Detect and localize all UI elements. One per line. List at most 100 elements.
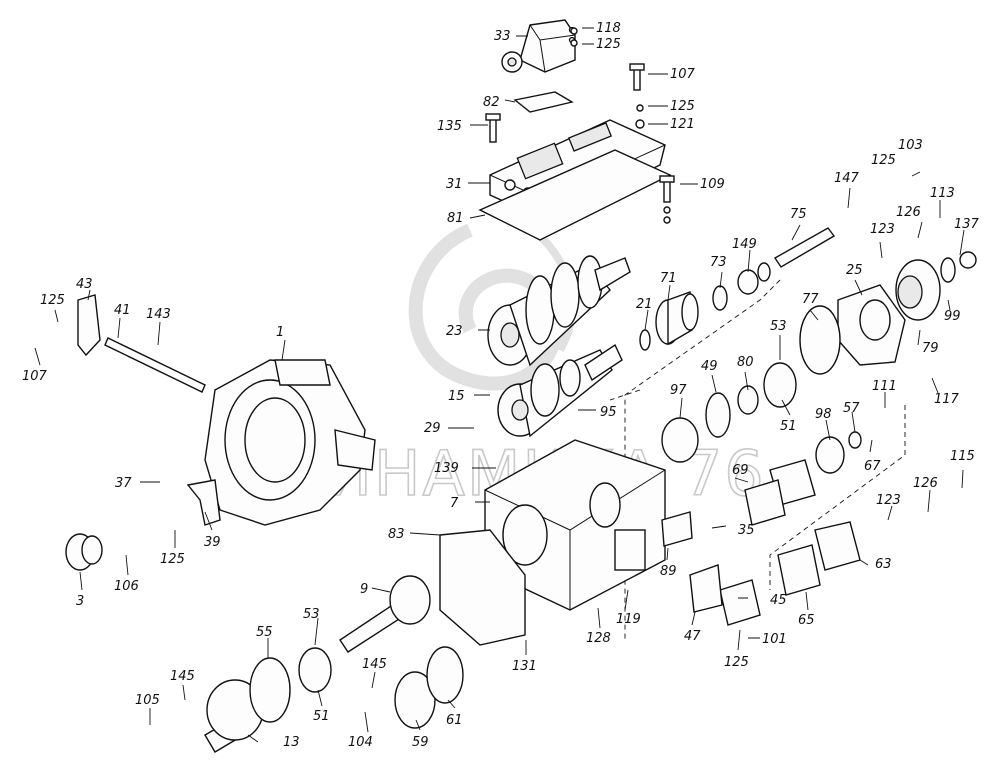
callout-104: 104: [348, 735, 373, 750]
callout-9: 9: [360, 582, 368, 597]
callout-137: 137: [954, 217, 980, 232]
callout-79: 79: [922, 341, 939, 356]
bearing-98: [815, 436, 845, 474]
callout-43: 43: [76, 277, 93, 292]
cover-47: [689, 564, 723, 613]
callout-106: 106: [114, 579, 139, 594]
circlip-49: [705, 392, 731, 438]
cover-63: [814, 521, 861, 571]
callout-125: 125: [871, 153, 896, 168]
callout-21: 21: [636, 297, 653, 312]
shaft-41: [104, 337, 206, 393]
callout-115: 115: [950, 449, 975, 464]
callout-69: 69: [732, 463, 749, 478]
gasket-61: [426, 646, 464, 704]
callout-145: 145: [362, 657, 387, 672]
callout-41: 41: [114, 303, 131, 318]
callout-95: 95: [600, 405, 617, 420]
callout-128: 128: [586, 631, 611, 646]
gasket-45: [719, 579, 761, 626]
leader-lines: [34, 27, 965, 743]
callout-37: 37: [115, 476, 132, 491]
callout-80: 80: [737, 355, 754, 370]
callout-126: 126: [896, 205, 921, 220]
callout-89: 89: [660, 564, 677, 579]
gasket-65: [777, 544, 821, 596]
fasteners-top: [485, 27, 675, 224]
callout-125: 125: [596, 37, 621, 52]
sleeve-80: [737, 385, 759, 415]
callout-81: 81: [447, 211, 464, 226]
callout-135: 135: [437, 119, 462, 134]
callout-51: 51: [780, 419, 797, 434]
callout-59: 59: [412, 735, 429, 750]
callout-73: 73: [710, 255, 727, 270]
callout-51: 51: [313, 709, 330, 724]
callout-109: 109: [700, 177, 725, 192]
callout-53: 53: [303, 607, 320, 622]
callout-65: 65: [798, 613, 815, 628]
callout-125: 125: [670, 99, 695, 114]
ring-53-rear: [763, 362, 797, 408]
callout-101: 101: [762, 632, 787, 647]
callout-29: 29: [424, 421, 441, 436]
callout-15: 15: [448, 389, 465, 404]
callout-82: 82: [483, 95, 500, 110]
callout-125: 125: [160, 552, 185, 567]
callout-149: 149: [732, 237, 757, 252]
shaft-75: [773, 227, 836, 268]
nut-137: [959, 251, 977, 269]
callout-labels: 33 118 125 107 82 125 135 121 103 125 31…: [22, 21, 980, 750]
callout-45: 45: [770, 593, 787, 608]
callout-47: 47: [684, 629, 701, 644]
clutch-housing-1: [204, 359, 376, 526]
cover-59: [394, 671, 436, 729]
callout-145: 145: [170, 669, 195, 684]
bearing-97: [661, 417, 699, 463]
callout-139: 139: [434, 461, 459, 476]
callout-23: 23: [446, 324, 463, 339]
callout-131: 131: [512, 659, 537, 674]
gasket-55: [249, 657, 291, 723]
washer-57: [848, 431, 862, 449]
callout-143: 143: [146, 307, 171, 322]
callout-125: 125: [724, 655, 749, 670]
plate-89: [661, 511, 693, 547]
callout-121: 121: [670, 117, 695, 132]
callout-33: 33: [494, 29, 511, 44]
callout-77: 77: [802, 292, 819, 307]
callout-147: 147: [834, 171, 860, 186]
callout-31: 31: [446, 177, 463, 192]
callout-103: 103: [898, 138, 923, 153]
callout-57: 57: [843, 401, 860, 416]
ring-99: [940, 257, 956, 283]
callout-71: 71: [660, 271, 677, 286]
callout-123: 123: [876, 493, 901, 508]
rear-cover-25: [837, 284, 906, 366]
callout-7: 7: [450, 496, 459, 511]
gears-right: [639, 262, 771, 351]
gasket-83: [439, 529, 526, 646]
gasket-82: [513, 91, 574, 113]
callout-118: 118: [596, 21, 621, 36]
callout-99: 99: [944, 309, 961, 324]
front-cover-13: [204, 679, 264, 753]
callout-39: 39: [204, 535, 221, 550]
gasket-81: [478, 149, 672, 241]
callout-61: 61: [446, 713, 463, 728]
callout-105: 105: [135, 693, 160, 708]
callout-125: 125: [40, 293, 65, 308]
callout-25: 25: [846, 263, 863, 278]
callout-83: 83: [388, 527, 405, 542]
fork-39: [186, 479, 221, 526]
callout-98: 98: [815, 407, 832, 422]
callout-55: 55: [256, 625, 273, 640]
countershaft-15: [497, 343, 623, 438]
callout-113: 113: [930, 186, 955, 201]
callout-1: 1: [276, 325, 284, 340]
callout-97: 97: [670, 383, 687, 398]
callout-49: 49: [701, 359, 718, 374]
callout-123: 123: [870, 222, 895, 237]
